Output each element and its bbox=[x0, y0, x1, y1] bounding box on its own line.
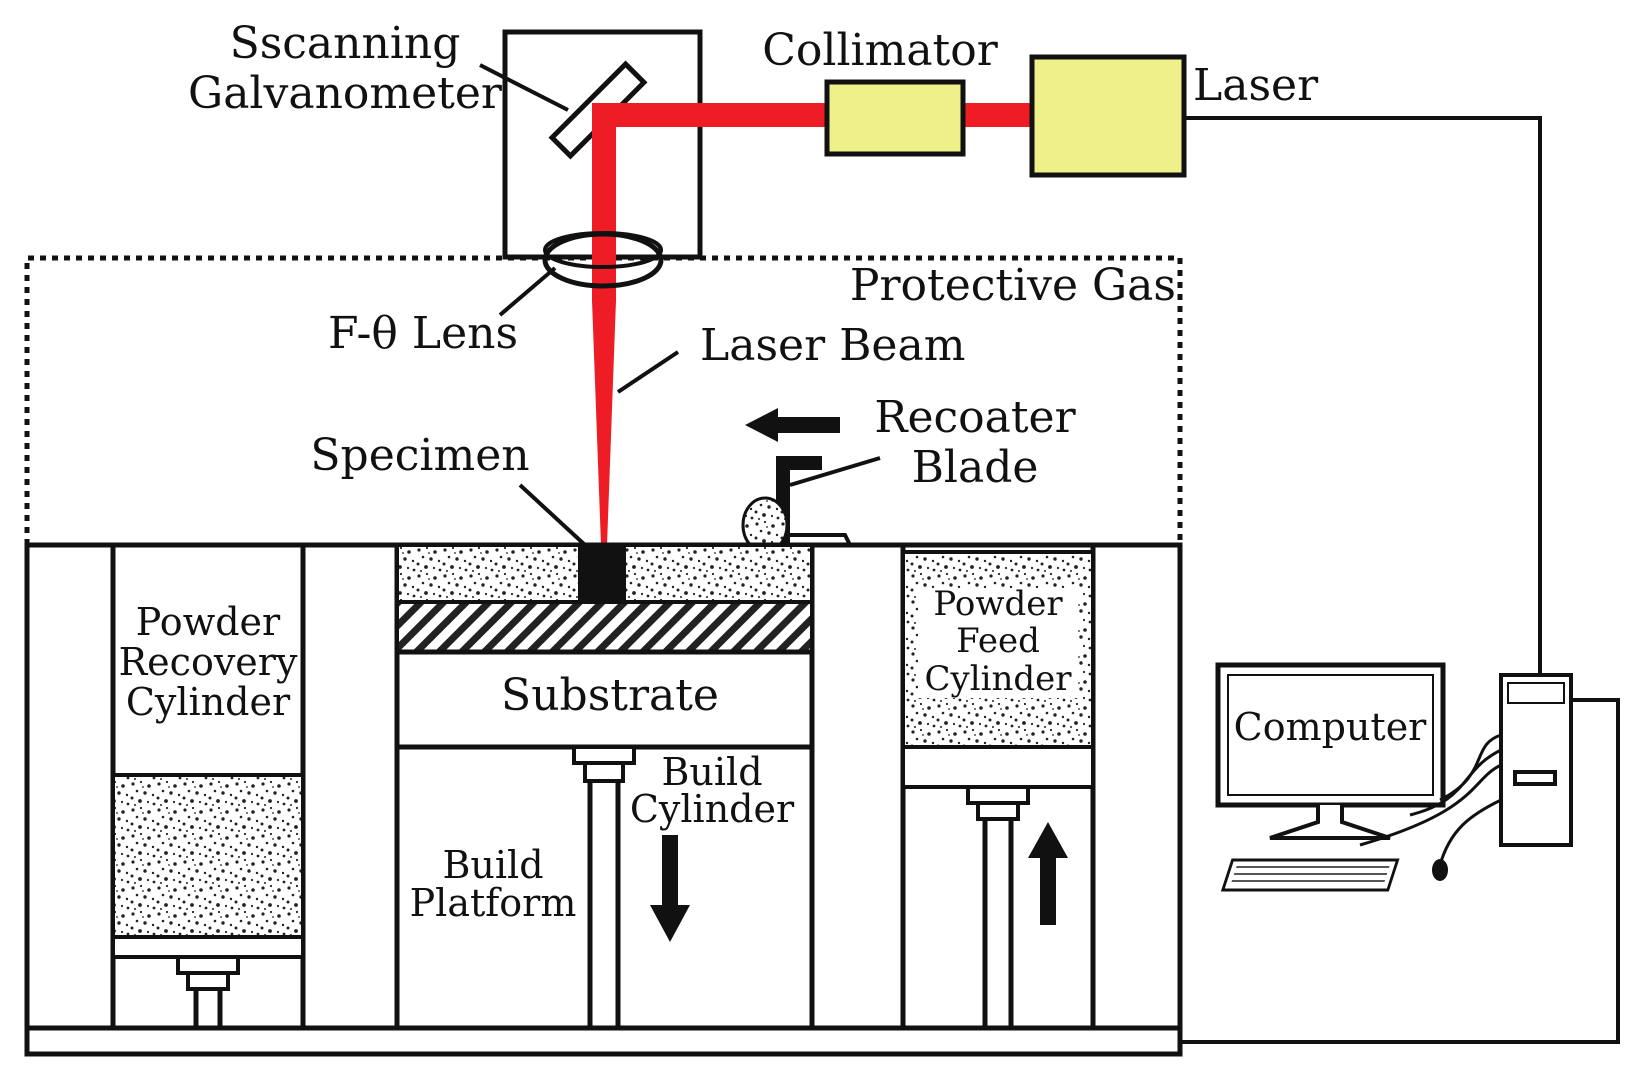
label-build-cylinder-2: Cylinder bbox=[630, 787, 795, 831]
label-recovery-2: Recovery bbox=[119, 640, 298, 684]
laser-beam-leader bbox=[616, 350, 680, 394]
feed-label-clear bbox=[918, 588, 1078, 698]
label-recovery-3: Cylinder bbox=[126, 680, 291, 724]
label-build-cylinder-1: Build bbox=[661, 750, 762, 794]
label-protective-gas: Protective Gas bbox=[850, 260, 1176, 311]
laser-beam-horizontal bbox=[600, 103, 1032, 127]
base-plate bbox=[24, 1025, 1183, 1057]
recoater-leader bbox=[789, 456, 881, 487]
collimator-box bbox=[824, 79, 966, 157]
label-computer: Computer bbox=[1234, 705, 1428, 749]
specimen-leader bbox=[518, 483, 587, 547]
recovery-piston-rod bbox=[176, 955, 240, 1028]
recoater-direction-arrow bbox=[745, 408, 840, 442]
label-build-platform-1: Build bbox=[442, 843, 543, 887]
label-recoater-2: Blade bbox=[912, 442, 1039, 493]
feed-piston-plate bbox=[901, 745, 1095, 789]
specimen-part bbox=[578, 545, 626, 602]
label-substrate: Substrate bbox=[501, 670, 719, 721]
recovery-piston-plate bbox=[111, 935, 305, 959]
label-galvanometer-1: Sscanning bbox=[230, 18, 461, 69]
build-piston-rod bbox=[572, 745, 636, 1028]
feed-up-arrow bbox=[1028, 822, 1068, 925]
label-galvanometer-2: Galvanometer bbox=[188, 68, 503, 119]
label-recoater-1: Recoater bbox=[874, 392, 1076, 443]
laser-control-wire bbox=[1184, 116, 1542, 678]
label-laser: Laser bbox=[1193, 60, 1319, 111]
label-feed-3: Cylinder bbox=[924, 659, 1072, 699]
label-laser-beam: Laser Beam bbox=[700, 320, 965, 371]
build-hatched-layer bbox=[395, 600, 814, 654]
laser-box bbox=[1029, 54, 1187, 178]
label-f-theta-lens: F-θ Lens bbox=[328, 308, 518, 359]
laser-beam-vertical-upper bbox=[592, 103, 616, 303]
galvanometer-leader bbox=[479, 63, 569, 112]
computer bbox=[1215, 662, 1573, 892]
computer-cables bbox=[1359, 733, 1502, 866]
laser-beam-focused bbox=[592, 300, 616, 545]
label-feed-2: Feed bbox=[956, 621, 1040, 661]
label-recovery-1: Powder bbox=[136, 600, 281, 644]
recovered-powder bbox=[111, 773, 305, 939]
feed-piston-rod bbox=[966, 785, 1030, 1028]
lens-leader bbox=[498, 266, 557, 317]
machine-control-wire bbox=[1180, 698, 1620, 1044]
build-down-arrow bbox=[650, 835, 690, 942]
label-build-platform-2: Platform bbox=[410, 881, 577, 925]
label-specimen: Specimen bbox=[310, 430, 529, 481]
label-collimator: Collimator bbox=[762, 25, 999, 76]
mouse-icon bbox=[1432, 859, 1448, 881]
label-feed-1: Powder bbox=[933, 584, 1063, 624]
